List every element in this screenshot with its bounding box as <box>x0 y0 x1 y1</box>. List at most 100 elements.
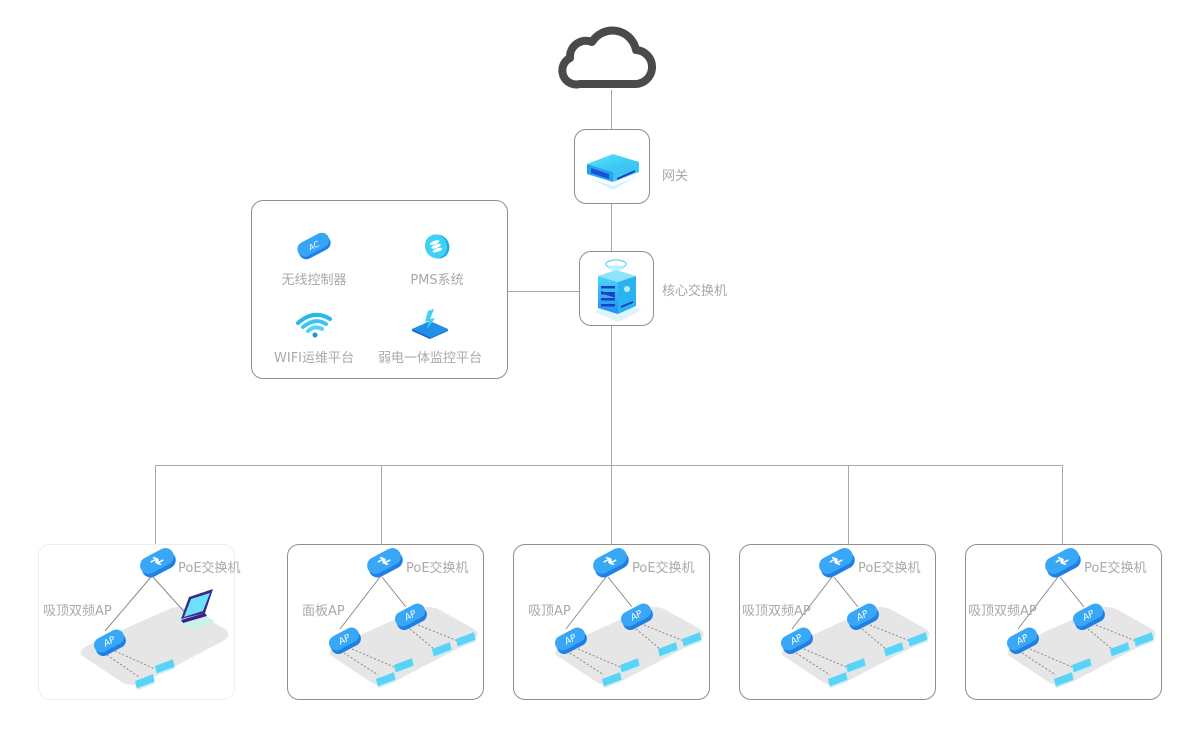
ap-device-icon: AP <box>780 627 813 655</box>
access-site-4: AP AP PoE交换机 吸顶双频AP <box>739 544 936 700</box>
gateway-router-icon <box>587 154 639 190</box>
poe-switch-icon <box>1045 548 1081 578</box>
wireless-link <box>409 628 435 650</box>
wireless-link <box>343 652 379 676</box>
ap-device-icon: AP <box>328 627 361 655</box>
wireless-link <box>861 628 887 650</box>
client-device-icon <box>602 672 622 689</box>
floor-plane <box>329 607 478 685</box>
site-illustration: AP AP <box>1006 548 1156 689</box>
service-wifi-platform[interactable]: WIFI运维平台 <box>254 309 374 366</box>
ap-device-icon: AP <box>846 603 879 631</box>
service-monitor-platform[interactable]: 弱电一体监控平台 <box>370 307 490 366</box>
access-site-5: AP AP PoE交换机 吸顶双频AP <box>965 544 1162 700</box>
uplink-line <box>565 576 607 630</box>
connector-gateway-core <box>611 203 612 252</box>
client-device-icon <box>456 632 476 649</box>
client-device-icon <box>376 672 396 689</box>
poe-switch-label: PoE交换机 <box>406 561 469 576</box>
access-site-1: AP PoE交换机 吸顶双频AP <box>38 544 241 700</box>
pms-database-icon <box>424 234 450 259</box>
client-device-icon <box>155 659 175 676</box>
client-device-icon <box>1134 632 1154 649</box>
drop-site-5 <box>1062 465 1063 550</box>
poe-switch-label: PoE交换机 <box>858 561 921 576</box>
site-illustration: AP <box>80 548 229 691</box>
wireless-link <box>114 650 156 670</box>
floor-plane <box>555 607 704 685</box>
client-device-icon <box>884 642 904 659</box>
uplink-line <box>791 576 833 630</box>
client-device-icon <box>682 632 702 649</box>
connector-panel-core <box>507 291 580 292</box>
ap-device-icon: AP <box>1072 603 1105 631</box>
uplink-line <box>339 576 381 630</box>
poe-switch-icon <box>593 548 629 578</box>
service-label: 弱电一体监控平台 <box>377 351 482 366</box>
client-device-icon <box>846 658 866 675</box>
wireless-link <box>1095 624 1137 642</box>
service-ac-controller[interactable]: AC 无线控制器 <box>254 231 374 288</box>
wireless-link <box>869 624 911 642</box>
core-switch-icon <box>594 259 642 322</box>
ap-device-icon: AP <box>554 627 587 655</box>
poe-switch-icon <box>819 548 855 578</box>
poe-switch-icon <box>367 548 403 578</box>
wireless-link <box>417 624 459 642</box>
client-device-icon <box>1110 642 1130 659</box>
uplink-line <box>1059 576 1085 608</box>
wireless-link <box>643 624 685 642</box>
site-illustration: AP AP <box>328 548 478 689</box>
client-device-icon <box>394 658 414 675</box>
core-switch-label: 核心交换机 <box>662 284 728 299</box>
drop-site-3 <box>611 465 612 550</box>
laptop-icon <box>175 589 215 629</box>
poe-switch-label: PoE交换机 <box>1084 561 1147 576</box>
drop-site-1 <box>155 465 156 550</box>
service-pms-system[interactable]: PMS系统 <box>377 231 497 288</box>
cloud-icon <box>558 26 656 89</box>
ap-type-label: 吸顶双频AP <box>742 604 811 619</box>
connector-core-distribution <box>611 325 612 465</box>
ap-type-label: 面板AP <box>302 604 345 619</box>
client-device-icon <box>1072 658 1092 675</box>
service-label: WIFI运维平台 <box>274 351 354 366</box>
wifi-icon <box>296 312 332 338</box>
ap-type-label: 吸顶双频AP <box>43 604 112 619</box>
gateway-node[interactable] <box>574 129 650 204</box>
access-site-3: AP AP PoE交换机 吸顶AP <box>513 544 710 700</box>
gateway-label: 网关 <box>662 169 689 184</box>
core-switch-node[interactable] <box>579 251 654 326</box>
floor-plane <box>781 607 930 685</box>
access-site-2: AP AP PoE交换机 面板AP <box>287 544 484 700</box>
wireless-link <box>635 628 661 650</box>
wireless-link <box>1021 652 1057 676</box>
uplink-line <box>152 576 190 618</box>
wireless-link <box>569 652 605 676</box>
floor-plane <box>1007 607 1156 685</box>
site-illustration: AP AP <box>554 548 704 689</box>
ap-type-label: 吸顶双频AP <box>968 604 1037 619</box>
ap-device-icon: AP <box>620 603 653 631</box>
client-device-icon <box>620 658 640 675</box>
drop-site-4 <box>848 465 849 550</box>
wireless-link <box>1087 628 1113 650</box>
ap-device-icon: AP <box>394 603 427 631</box>
service-label: 无线控制器 <box>281 273 347 288</box>
wireless-link <box>106 654 140 678</box>
monitor-platform-icon <box>412 309 448 339</box>
uplink-line <box>607 576 633 608</box>
uplink-line <box>381 576 407 608</box>
distribution-bus <box>155 465 1062 466</box>
poe-switch-label: PoE交换机 <box>632 561 695 576</box>
site-illustration: AP AP <box>780 548 930 689</box>
ap-device-icon: AP <box>1006 627 1039 655</box>
poe-switch-icon <box>140 548 176 578</box>
ap-type-label: 吸顶AP <box>528 604 571 619</box>
client-device-icon <box>432 642 452 659</box>
client-device-icon <box>135 674 155 691</box>
drop-site-2 <box>381 465 382 550</box>
client-device-icon <box>828 672 848 689</box>
ap-device-icon: AP <box>93 629 126 657</box>
wireless-link <box>795 652 831 676</box>
